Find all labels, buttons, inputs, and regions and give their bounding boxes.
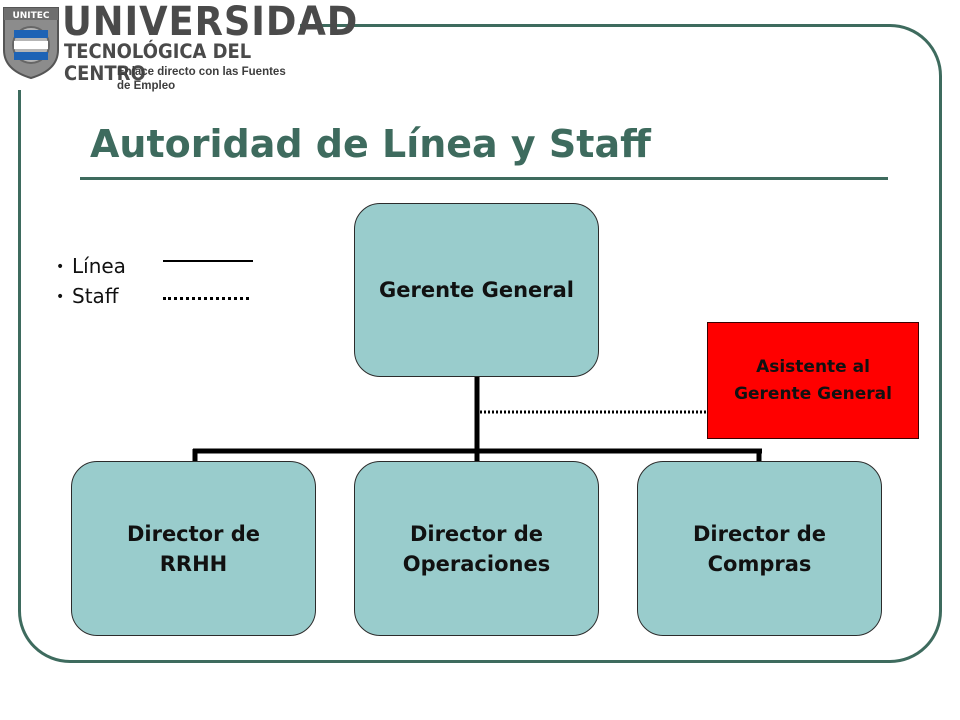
svg-text:UNITEC: UNITEC [12, 11, 49, 21]
legend: • Línea • Staff [56, 252, 126, 312]
box-label-compras: Director de Compras [692, 521, 827, 576]
box-gerente-general: Gerente General [354, 203, 599, 377]
logo-university: UNIVERSIDAD [62, 0, 359, 45]
legend-solid-line [163, 260, 253, 262]
box-director-rrhh: Director de RRHH [71, 461, 316, 636]
bullet-icon: • [56, 289, 65, 305]
box-director-operaciones: Director de Operaciones [354, 461, 599, 636]
legend-label-staff: Staff [72, 284, 119, 308]
slide-frame [18, 24, 942, 663]
box-label-rrhh: Director de RRHH [126, 521, 261, 576]
unitec-badge-icon: UNITEC [3, 7, 59, 80]
slide-title: Autoridad de Línea y Staff [90, 122, 651, 166]
legend-label-linea: Línea [72, 254, 126, 278]
box-asistente-gerente: Asistente al Gerente General [707, 322, 919, 439]
bullet-icon: • [56, 259, 65, 275]
box-label-operaciones: Director de Operaciones [402, 521, 551, 576]
legend-dotted-line [163, 297, 249, 300]
title-underline [80, 177, 888, 180]
box-label-gerente-general: Gerente General [378, 278, 575, 302]
logo-tecnologica: TECNOLÓGICA DEL CENTRO [64, 40, 252, 85]
legend-item-linea: • Línea [56, 252, 126, 282]
box-director-compras: Director de Compras [637, 461, 882, 636]
legend-item-staff: • Staff [56, 282, 126, 312]
box-label-asistente: Asistente al Gerente General [734, 356, 892, 404]
logo-tagline: Enlace directo con las Fuentes de Empleo [117, 66, 286, 92]
university-logo: UNITEC UNIVERSIDAD TECNOLÓGICA DEL CENTR… [0, 0, 357, 92]
